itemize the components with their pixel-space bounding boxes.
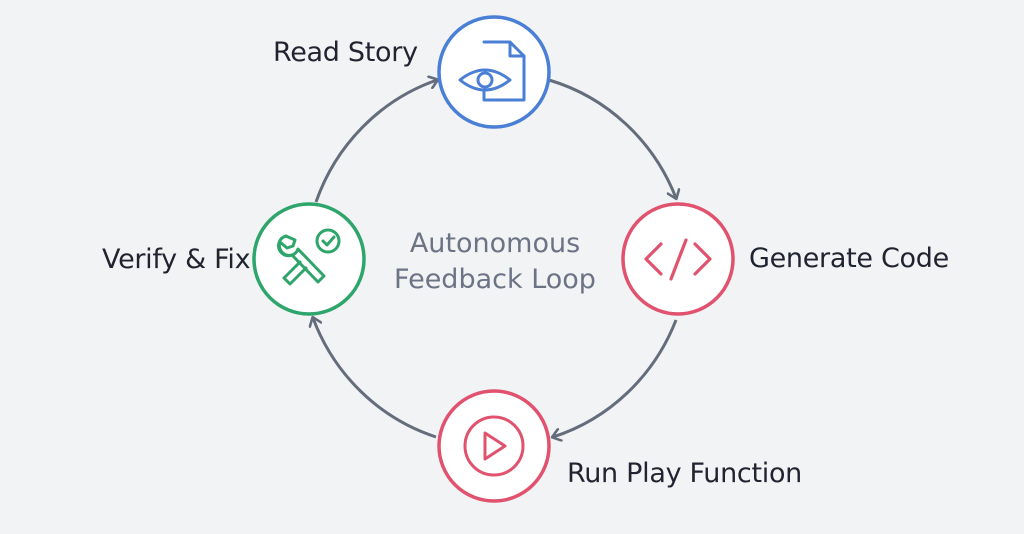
read-story-label: Read Story [273,37,418,68]
tools-check-icon [277,228,341,286]
verify-fix-node [252,202,366,316]
generate-code-node [621,202,735,316]
center-title-line2: Feedback Loop [394,264,596,295]
run-play-function-label: Run Play Function [567,458,802,489]
arrow-read-to-generate [548,78,676,198]
run-play-node [437,389,551,503]
arrow-generate-to-run [553,319,678,437]
center-title: Autonomous Feedback Loop [360,226,630,298]
code-brackets-icon [644,238,712,281]
read-story-node [437,15,551,129]
arrow-run-to-verify [313,318,437,439]
eye-document-icon [458,40,526,102]
generate-code-label: Generate Code [749,243,949,274]
play-icon [463,415,525,477]
arrow-verify-to-read [314,80,437,203]
verify-fix-label: Verify & Fix [102,244,251,275]
center-title-line1: Autonomous [409,228,581,259]
